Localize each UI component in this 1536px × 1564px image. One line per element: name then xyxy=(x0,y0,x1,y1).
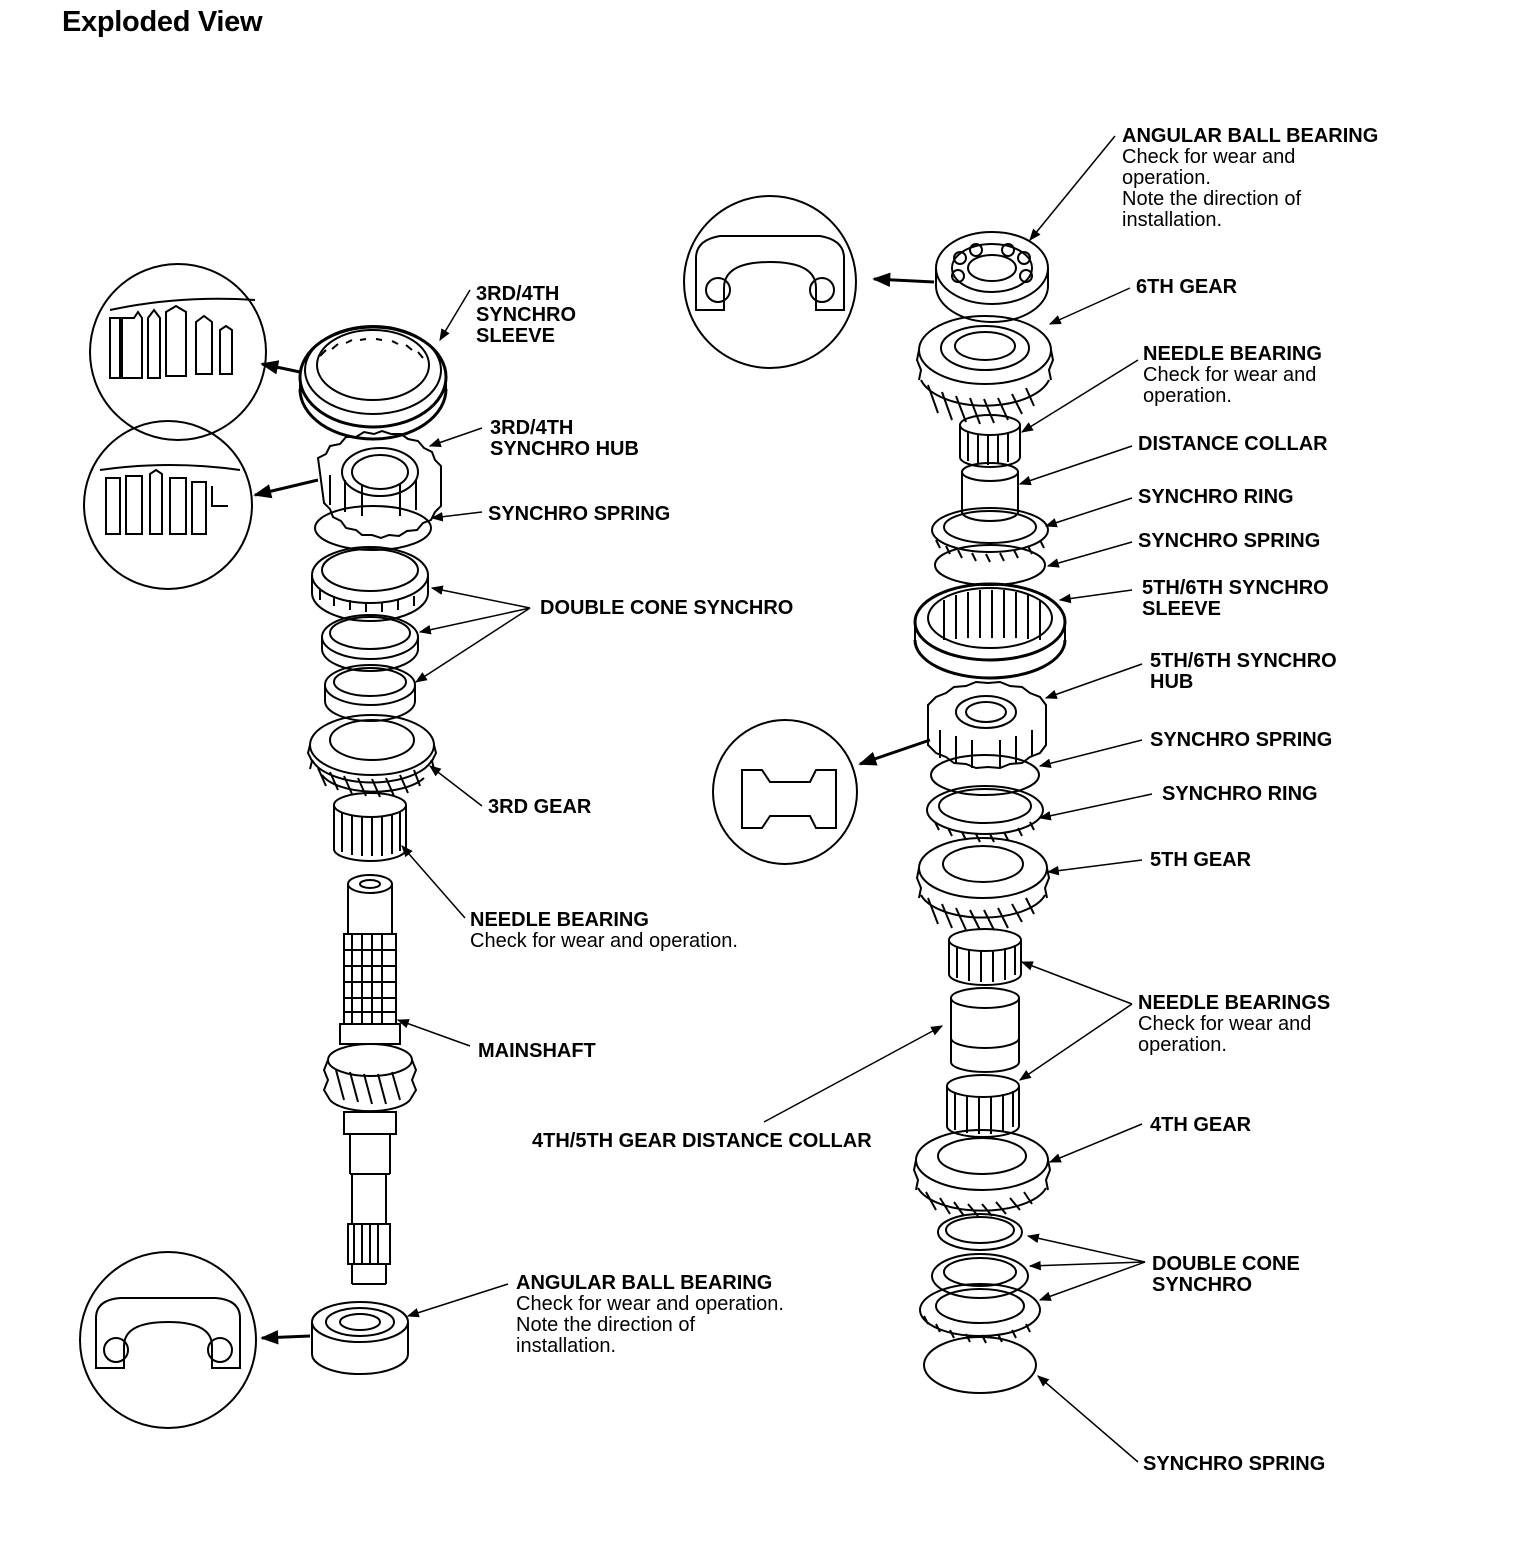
synchro-ring-top-part xyxy=(931,507,1049,563)
gear5-part xyxy=(915,837,1051,931)
gear6-part xyxy=(915,315,1055,425)
sync56-hub-part xyxy=(927,680,1047,770)
label-gear3: 3RD GEAR xyxy=(488,796,592,818)
label-synchro-ring-r2: SYNCHRO RING xyxy=(1162,783,1318,805)
label-sync34-sleeve: 3RD/4TH SYNCHRO SLEEVE xyxy=(476,283,577,347)
label-sync34-hub: 3RD/4TH SYNCHRO HUB xyxy=(490,417,639,460)
sync34-sleeve-part xyxy=(298,325,448,441)
label-synchro-spring-left: SYNCHRO SPRING xyxy=(488,503,671,525)
needle-bearings-part xyxy=(946,928,1022,1138)
label-angular-ball-bearing-left: ANGULAR BALL BEARING Check for wear and … xyxy=(516,1272,784,1357)
detail-hub-teeth xyxy=(83,420,253,590)
label-double-cone-left: DOUBLE CONE SYNCHRO xyxy=(540,597,794,619)
label-synchro-spring-bottom: SYNCHRO SPRING xyxy=(1143,1453,1326,1475)
synchro-spring-r2-part xyxy=(930,754,1040,796)
mainshaft-part xyxy=(322,874,418,1285)
sync34-hub-part xyxy=(316,429,442,540)
synchro-spring-left-part xyxy=(314,505,432,551)
label-gear4: 4TH GEAR xyxy=(1150,1114,1252,1136)
angular-ball-bearing-left-part xyxy=(311,1301,409,1375)
synchro-spring-bottom-part xyxy=(923,1336,1037,1394)
label-sync56-sleeve: 5TH/6TH SYNCHRO SLEEVE xyxy=(1142,577,1329,620)
label-sync56-hub: 5TH/6TH SYNCHRO HUB xyxy=(1150,650,1337,693)
label-synchro-spring-r2: SYNCHRO SPRING xyxy=(1150,729,1333,751)
sync56-sleeve-part xyxy=(913,582,1067,680)
detail-hub-section xyxy=(712,719,858,865)
gear3-part xyxy=(306,714,438,798)
double-cone-synchro-left-part xyxy=(311,546,429,722)
label-collar45: 4TH/5TH GEAR DISTANCE COLLAR xyxy=(532,1130,872,1152)
label-mainshaft: MAINSHAFT xyxy=(478,1040,596,1062)
needle-bearing-left-part xyxy=(333,792,407,862)
page-title: Exploded View xyxy=(62,6,263,38)
label-needle-bearings: NEEDLE BEARINGS Check for wear and opera… xyxy=(1138,992,1331,1056)
label-needle-bearing-right: NEEDLE BEARING Check for wear and operat… xyxy=(1143,343,1322,407)
label-gear5: 5TH GEAR xyxy=(1150,849,1252,871)
double-cone-synchro-right-part xyxy=(919,1213,1041,1344)
label-needle-bearing-left: NEEDLE BEARING Check for wear and operat… xyxy=(470,909,738,952)
gear4-part xyxy=(912,1129,1052,1217)
label-double-cone-right: DOUBLE CONE SYNCHRO xyxy=(1152,1253,1300,1296)
label-angular-ball-bearing-right: ANGULAR BALL BEARING Check for wear and … xyxy=(1122,125,1379,231)
label-synchro-spring-r1: SYNCHRO SPRING xyxy=(1138,530,1321,552)
detail-bearing-left xyxy=(79,1251,257,1429)
needle-bearing-right-part xyxy=(959,414,1021,468)
label-synchro-ring-top: SYNCHRO RING xyxy=(1138,486,1294,508)
detail-sleeve-teeth xyxy=(89,263,267,441)
label-gear6: 6TH GEAR xyxy=(1136,276,1238,298)
angular-ball-bearing-right-part xyxy=(935,231,1049,323)
detail-bearing-right xyxy=(683,195,857,369)
label-distance-collar: DISTANCE COLLAR xyxy=(1138,433,1328,455)
